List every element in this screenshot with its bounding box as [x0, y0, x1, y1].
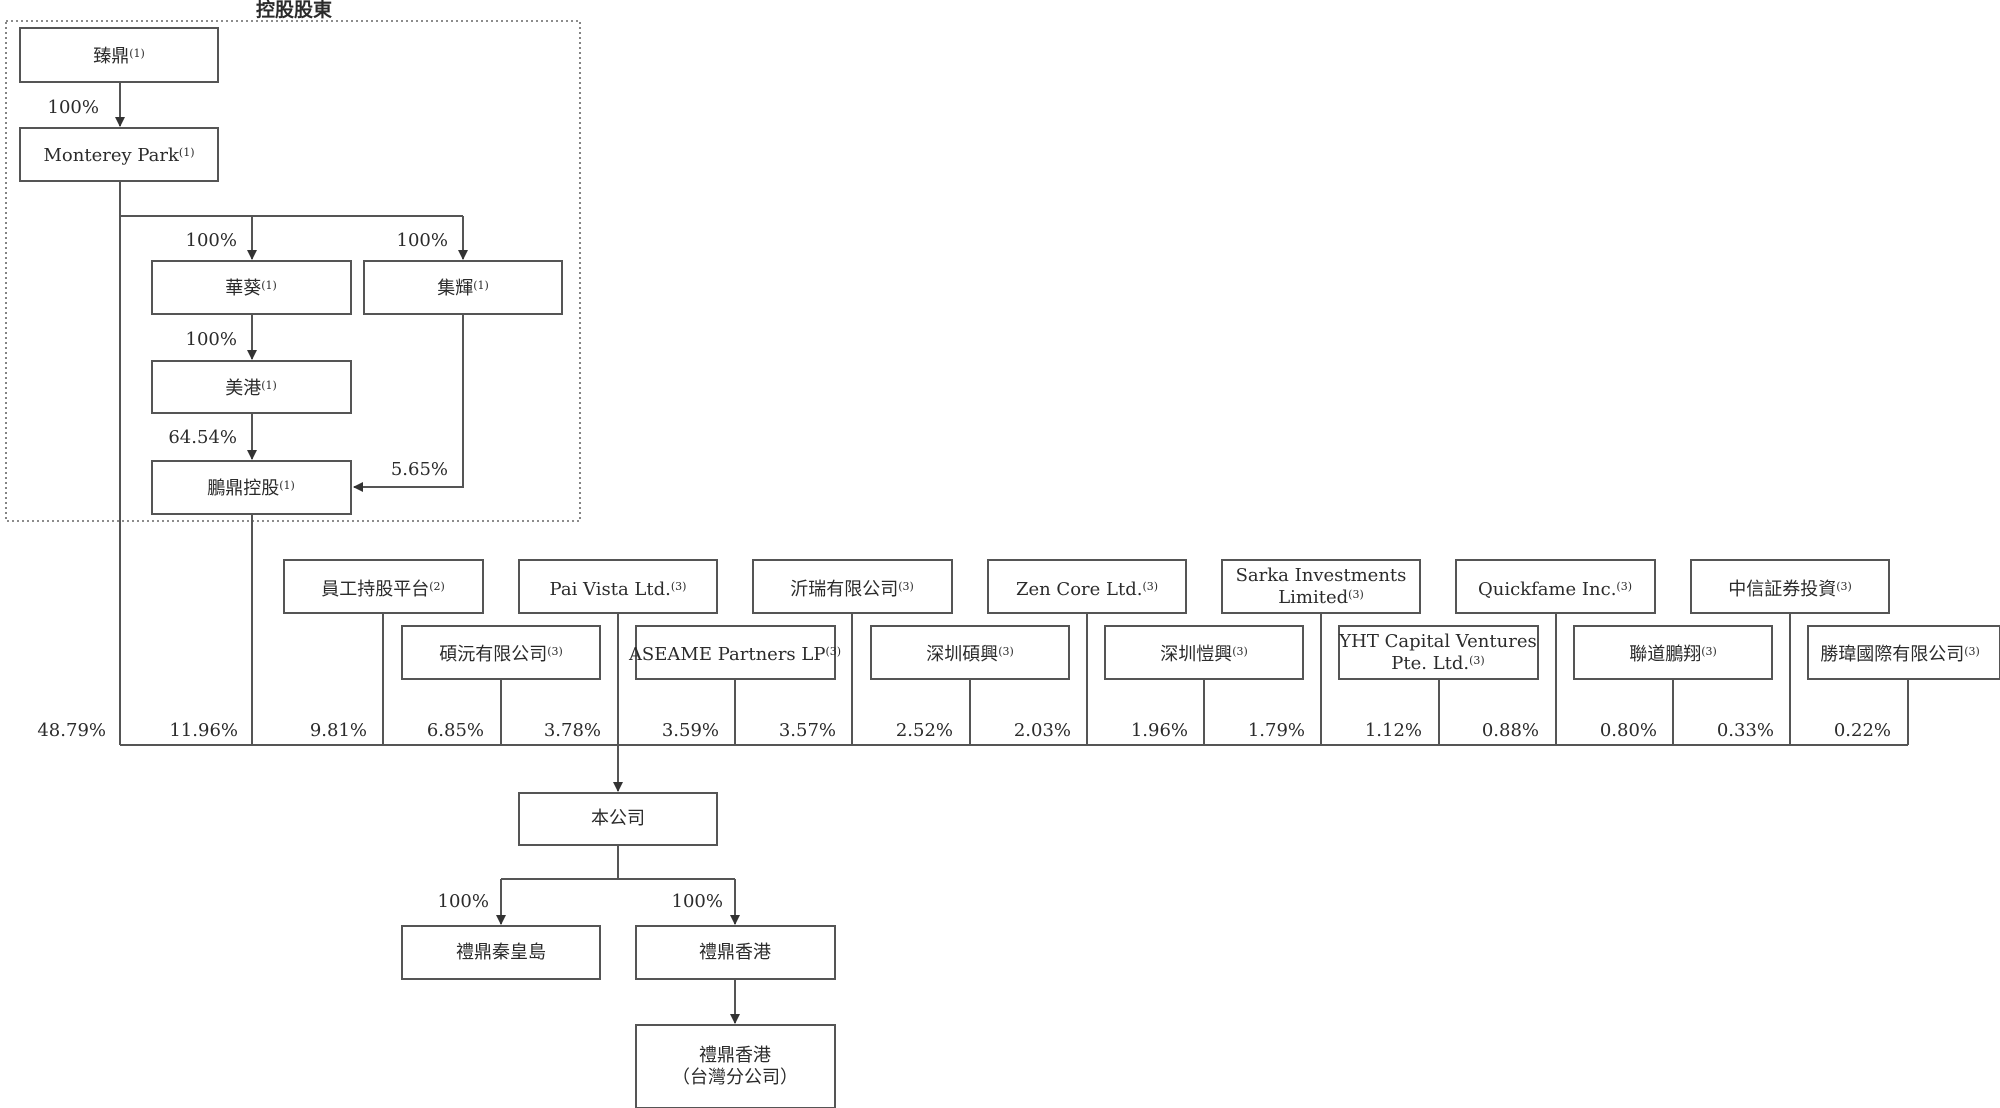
svg-text:鵬鼎控股(1): 鵬鼎控股(1) — [207, 478, 295, 499]
svg-text:禮鼎香港: 禮鼎香港 — [699, 1045, 771, 1066]
svg-text:禮鼎秦皇島: 禮鼎秦皇島 — [456, 942, 546, 963]
entity-employee-shareholding-platform: 員工持股平台(2) — [283, 559, 484, 614]
entity-aseame-partners: ASEAME Partners LP(3) — [628, 625, 841, 680]
pct-zhending-monterey: 100% — [48, 97, 99, 118]
svg-text:禮鼎香港: 禮鼎香港 — [699, 942, 771, 963]
svg-text:Monterey Park(1): Monterey Park(1) — [43, 145, 194, 166]
pct-company-hongkong: 100% — [672, 891, 723, 912]
shareholder-percentages: 48.79% 11.96% 9.81% 6.85% 3.78% 3.59% 3.… — [37, 720, 1891, 741]
pct-shareholder: 0.33% — [1717, 720, 1774, 741]
entity-citic-securities-investment: 中信証券投資(3) — [1690, 559, 1890, 614]
svg-text:臻鼎(1): 臻鼎(1) — [93, 46, 145, 67]
pct-jihui-pengding: 5.65% — [391, 459, 448, 480]
pct-shareholder: 3.57% — [779, 720, 836, 741]
svg-text:ASEAME Partners LP(3): ASEAME Partners LP(3) — [628, 644, 841, 665]
pct-shareholder: 2.03% — [1014, 720, 1071, 741]
entity-shengwei-international: 勝瑋國際有限公司(3) — [1807, 625, 2000, 680]
controlling-shareholders-title: 控股股東 — [256, 0, 332, 21]
svg-text:美港(1): 美港(1) — [225, 378, 277, 399]
controlling-shareholders-group — [5, 20, 581, 522]
connector-lines — [115, 82, 1909, 1024]
pct-shareholder: 0.88% — [1482, 720, 1539, 741]
entity-shenzhen-shuoxing: 深圳碩興(3) — [870, 625, 1070, 680]
pct-shareholder: 1.12% — [1365, 720, 1422, 741]
entity-liding-hong-kong: 禮鼎香港 — [635, 925, 836, 980]
svg-text:勝瑋國際有限公司(3): 勝瑋國際有限公司(3) — [1820, 644, 1980, 665]
entity-sarka-investments: Sarka Investments Limited(3) — [1221, 559, 1421, 614]
entity-yht-capital-ventures: YHT Capital Ventures Pte. Ltd.(3) — [1338, 625, 1539, 680]
svg-text:Pte. Ltd.(3): Pte. Ltd.(3) — [1391, 653, 1484, 674]
entity-huasheng: 華葵(1) — [151, 260, 352, 315]
pct-shareholder: 1.79% — [1248, 720, 1305, 741]
svg-text:沂瑞有限公司(3): 沂瑞有限公司(3) — [790, 579, 914, 600]
pct-shareholder: 3.78% — [544, 720, 601, 741]
svg-text:Sarka Investments: Sarka Investments — [1236, 565, 1407, 586]
pct-meigang-pengding: 64.54% — [168, 427, 237, 448]
entity-shuoyuan: 碩沅有限公司(3) — [401, 625, 601, 680]
svg-text:YHT Capital Ventures: YHT Capital Ventures — [1338, 631, 1536, 652]
entity-the-company: 本公司 — [518, 792, 718, 846]
pct-shareholder: 6.85% — [427, 720, 484, 741]
svg-text:員工持股平台(2): 員工持股平台(2) — [321, 579, 445, 600]
svg-text:聯道鵬翔(3): 聯道鵬翔(3) — [1629, 644, 1717, 665]
entity-liding-qinhuangdao: 禮鼎秦皇島 — [401, 925, 601, 980]
svg-text:深圳碩興(3): 深圳碩興(3) — [926, 644, 1014, 665]
svg-text:Limited(3): Limited(3) — [1278, 587, 1364, 608]
entity-zen-core: Zen Core Ltd.(3) — [987, 559, 1187, 614]
entity-liding-hong-kong-taiwan-branch: 禮鼎香港 （台灣分公司） — [635, 1024, 836, 1108]
entity-liandao-pengxiang: 聯道鵬翔(3) — [1573, 625, 1773, 680]
pct-shareholder: 11.96% — [169, 720, 238, 741]
entity-pai-vista: Pai Vista Ltd.(3) — [518, 559, 718, 614]
pct-huasheng-meigang: 100% — [186, 329, 237, 350]
svg-text:本公司: 本公司 — [591, 808, 645, 829]
pct-shareholder: 9.81% — [310, 720, 367, 741]
pct-monterey-jihui: 100% — [397, 230, 448, 251]
svg-text:深圳愷興(3): 深圳愷興(3) — [1160, 644, 1248, 665]
pct-shareholder: 3.59% — [662, 720, 719, 741]
entity-yirui: 沂瑞有限公司(3) — [752, 559, 953, 614]
entity-meigang: 美港(1) — [151, 360, 352, 414]
svg-text:Zen Core Ltd.(3): Zen Core Ltd.(3) — [1016, 579, 1158, 600]
entity-quickfame: Quickfame Inc.(3) — [1455, 559, 1656, 614]
entity-zhending: 臻鼎(1) — [19, 27, 219, 83]
pct-shareholder: 0.22% — [1834, 720, 1891, 741]
pct-shareholder: 0.80% — [1600, 720, 1657, 741]
pct-shareholder: 2.52% — [896, 720, 953, 741]
svg-text:Pai Vista Ltd.(3): Pai Vista Ltd.(3) — [550, 579, 687, 600]
svg-text:集輝(1): 集輝(1) — [437, 278, 489, 299]
pct-shareholder: 1.96% — [1131, 720, 1188, 741]
pct-company-qinhuangdao: 100% — [438, 891, 489, 912]
entity-pengding-holdings: 鵬鼎控股(1) — [151, 460, 352, 515]
pct-shareholder: 48.79% — [37, 720, 106, 741]
entity-jihui: 集輝(1) — [363, 260, 563, 315]
svg-text:華葵(1): 華葵(1) — [225, 278, 277, 299]
svg-text:中信証券投資(3): 中信証券投資(3) — [1728, 579, 1852, 600]
svg-text:碩沅有限公司(3): 碩沅有限公司(3) — [439, 644, 563, 665]
svg-text:Quickfame Inc.(3): Quickfame Inc.(3) — [1478, 579, 1632, 600]
entity-monterey-park: Monterey Park(1) — [19, 127, 219, 182]
entity-shenzhen-kaixing: 深圳愷興(3) — [1104, 625, 1304, 680]
svg-text:（台灣分公司）: （台灣分公司） — [672, 1067, 798, 1088]
pct-monterey-huasheng: 100% — [186, 230, 237, 251]
